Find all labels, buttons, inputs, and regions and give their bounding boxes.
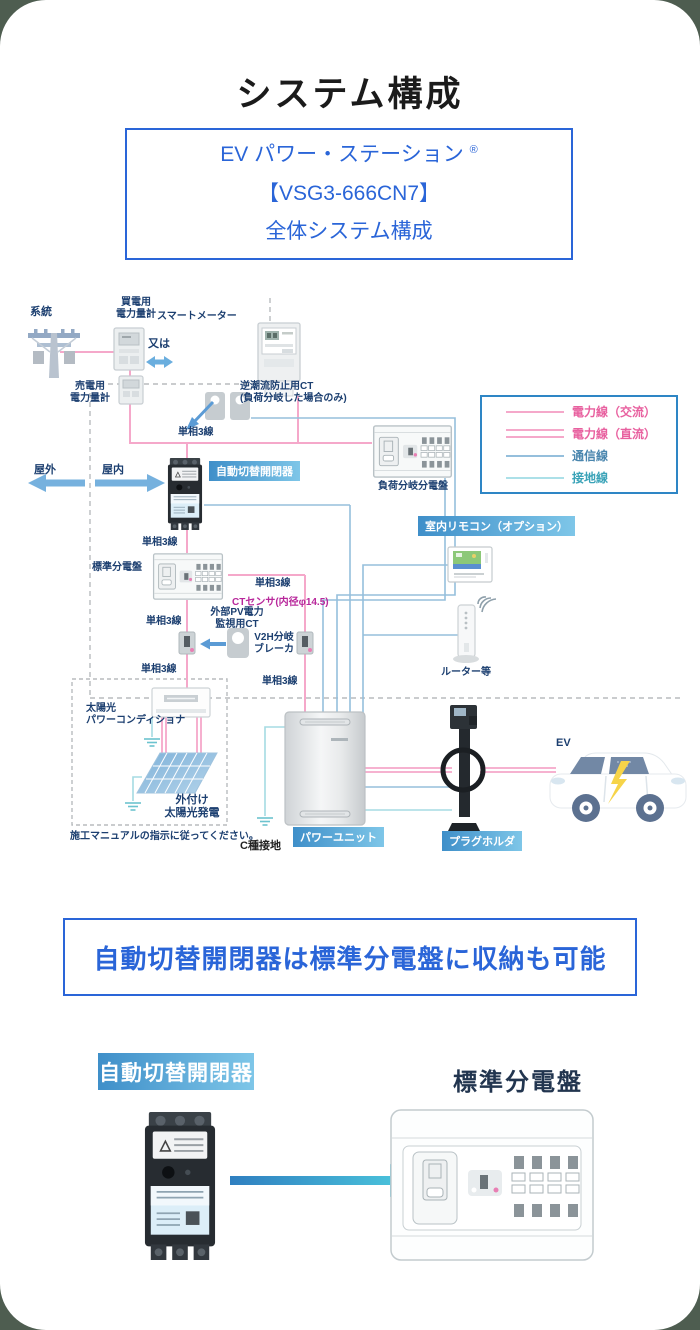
wire-label-s3w: 単相3線 bbox=[142, 537, 178, 548]
legend-item-ground: 接地線 bbox=[506, 469, 676, 486]
wire-label-s3w: 単相3線 bbox=[255, 578, 291, 589]
manual-note: 施工マニュアルの指示に従ってください。 bbox=[70, 831, 259, 842]
legend-box: 電力線（交流） 電力線（直流） 通信線 接地線 bbox=[480, 395, 678, 494]
ground-icon bbox=[143, 738, 161, 747]
solar-dashed-box bbox=[71, 678, 228, 826]
ground-lines bbox=[132, 717, 452, 816]
ground-line-sample bbox=[506, 476, 564, 479]
bottom-auto-switch-badge: 自動切替開閉器 bbox=[98, 1053, 254, 1090]
v2h-arrow-icon bbox=[200, 638, 226, 650]
plug-holder-icon bbox=[440, 705, 486, 831]
load-branch-panel-label: 負荷分岐分電盤 bbox=[378, 481, 448, 492]
legend-item-ac: 電力線（交流） bbox=[506, 403, 676, 420]
dc-line-sample bbox=[506, 429, 564, 438]
wifi-icon bbox=[477, 596, 497, 613]
ac-line-sample bbox=[506, 410, 564, 413]
standard-panel-illustration bbox=[390, 1109, 594, 1261]
page-title: システム構成 bbox=[236, 75, 464, 114]
intro-box: EV パワー・ステーション ® 【VSG3-666CN7】 全体システム構成 bbox=[125, 128, 573, 260]
outdoor-arrow-icon bbox=[28, 474, 85, 492]
auto-switch-badge: 自動切替開閉器 bbox=[209, 461, 300, 481]
solar-panel-icon bbox=[136, 752, 218, 794]
intro-line-2: 【VSG3-666CN7】 bbox=[257, 181, 441, 205]
standard-panel-label: 標準分電盤 bbox=[92, 562, 142, 573]
wire-label-s3w: 単相3線 bbox=[141, 664, 177, 675]
load-branch-panel-icon bbox=[372, 425, 453, 478]
auto-switch-breaker-photo bbox=[143, 1112, 217, 1260]
communication-lines bbox=[204, 417, 458, 788]
ground-icon bbox=[124, 802, 142, 811]
pv-ct-icon bbox=[227, 628, 249, 658]
ground-c-label: C種接地 bbox=[240, 840, 281, 852]
sell-meter-icon bbox=[118, 375, 144, 405]
smart-meter-label: スマートメーター bbox=[157, 311, 237, 322]
comm-line-sample bbox=[506, 454, 564, 457]
remote-badge: 室内リモコン（オプション） bbox=[418, 516, 575, 536]
router-icon bbox=[453, 604, 479, 663]
pv-conditioner-label: 太陽光パワーコンディショナ bbox=[86, 703, 186, 726]
router-label: ルーター等 bbox=[441, 667, 491, 678]
indoor-arrow-icon bbox=[95, 474, 165, 492]
dc-power-lines bbox=[161, 717, 556, 773]
indoor-label: 屋内 bbox=[102, 464, 124, 476]
bottom-standard-panel-title: 標準分電盤 bbox=[453, 1069, 583, 1096]
standard-panel-icon bbox=[152, 553, 224, 600]
auto-switch-breaker-icon bbox=[167, 458, 203, 530]
v2h-breaker-label: V2H分岐ブレーカ bbox=[254, 632, 294, 655]
banner-box: 自動切替開閉器は標準分電盤に収納も可能 bbox=[63, 918, 637, 996]
ground-icon bbox=[256, 817, 274, 826]
power-unit-badge: パワーユニット bbox=[293, 827, 384, 847]
wire-label-s3w: 単相3線 bbox=[146, 616, 182, 627]
or-arrow-icon bbox=[146, 356, 173, 368]
power-unit-icon bbox=[284, 711, 366, 826]
ct-arrow-icon bbox=[186, 400, 215, 430]
intro-line-1: EV パワー・ステーション ® bbox=[220, 142, 478, 166]
smart-meter-icon bbox=[257, 322, 301, 397]
wire-label-s3w: 単相3線 bbox=[262, 676, 298, 687]
sell-meter-label: 売電用電力量計 bbox=[70, 381, 110, 404]
buy-meter-label: 買電用電力量計 bbox=[116, 297, 156, 320]
plug-holder-badge: プラグホルダ bbox=[442, 831, 522, 851]
v2h-breaker-icon bbox=[296, 631, 314, 655]
grid-pole-icon bbox=[28, 329, 80, 378]
buy-meter-icon bbox=[113, 327, 145, 371]
remote-control-icon bbox=[447, 546, 493, 583]
legend-item-dc: 電力線（直流） bbox=[506, 425, 676, 442]
reverse-ct-label: 逆潮流防止用CT(負荷分岐した場合のみ) bbox=[240, 381, 347, 404]
wire-label-s3w: 単相3線 bbox=[178, 427, 214, 438]
legend-item-comm: 通信線 bbox=[506, 447, 676, 464]
or-label: 又は bbox=[148, 338, 170, 350]
ext-solar-label: 外付け太陽光発電 bbox=[164, 794, 220, 820]
ext-pv-ct-label: 外部PV電力監視用CT bbox=[210, 607, 264, 630]
intro-line-3: 全体システム構成 bbox=[265, 220, 433, 244]
ev-car-icon bbox=[549, 752, 687, 822]
reverse-ct-icon bbox=[205, 392, 250, 420]
pv-conditioner-icon bbox=[151, 687, 211, 718]
ct-sensor-label: CTセンサ(内径φ14.5) bbox=[232, 597, 329, 608]
ev-label: EV bbox=[556, 737, 571, 749]
outdoor-label: 屋外 bbox=[34, 464, 56, 476]
grid-label: 系統 bbox=[30, 306, 52, 318]
v2h-breaker-icon bbox=[178, 631, 196, 655]
